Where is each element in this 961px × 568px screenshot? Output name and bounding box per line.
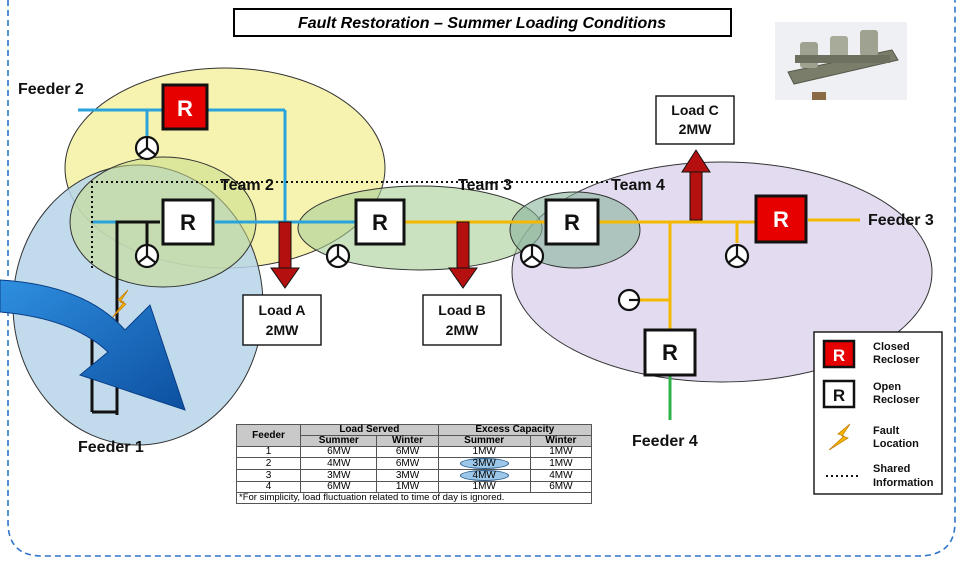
open-recloser-team2[interactable]: R (161, 198, 215, 246)
table-cell: 6MW (529, 481, 593, 493)
table-cell: 6MW (300, 481, 378, 493)
recloser-letter: R (372, 210, 388, 235)
feeder3-label: Feeder 3 (868, 212, 934, 229)
feeder3-line (405, 218, 860, 330)
table-cell: 6MW (300, 446, 378, 458)
legend-fault-icon (828, 423, 851, 451)
legend-fault-line1: Fault (873, 425, 900, 437)
table-cell: 1MW (529, 446, 593, 458)
load-b-name: Load B (438, 302, 485, 318)
table-group-header-row: Feeder Load Served Excess Capacity (235, 424, 593, 447)
open-recloser-team4[interactable]: R (544, 198, 600, 246)
table-cell: 3MW (300, 469, 378, 482)
sensor-icon (134, 135, 160, 161)
load-a-arrow (270, 221, 300, 289)
load-c-value: 2MW (679, 121, 712, 137)
legend-closed-line1: Closed (873, 341, 910, 353)
table-cell: 3MW (376, 469, 439, 482)
load-c-name: Load C (671, 102, 718, 118)
recloser-letter: R (180, 210, 196, 235)
col-header-winter: Winter (376, 435, 439, 447)
recloser-letter: R (833, 346, 845, 365)
legend-closed-line2: Recloser (873, 354, 920, 366)
table-note: *For simplicity, load fluctuation relate… (236, 492, 592, 504)
table-row: 1 6MW 6MW 1MW 1MW (235, 446, 593, 458)
highlighted-value: 3MW (459, 458, 509, 469)
sensor-icon (617, 288, 641, 312)
capacity-table: Feeder Load Served Excess Capacity Summe… (235, 424, 593, 504)
team3-label: Team 3 (458, 177, 512, 194)
sensor-icon (724, 243, 750, 269)
group-header-load-served: Load Served (300, 424, 439, 436)
table-note-row: *For simplicity, load fluctuation relate… (236, 492, 592, 504)
sensor-icon (134, 243, 160, 269)
feeder1-label: Feeder 1 (78, 439, 144, 456)
legend: R Closed Recloser R Open Recloser Fault … (813, 331, 943, 495)
open-recloser-team3[interactable]: R (354, 198, 406, 246)
load-a-value: 2MW (266, 322, 299, 338)
legend-open-line2: Recloser (873, 394, 920, 406)
load-a-name: Load A (259, 302, 306, 318)
closed-recloser-feeder2[interactable]: R (161, 83, 209, 131)
load-c-box: Load C 2MW (655, 95, 735, 145)
load-b-box: Load B 2MW (422, 294, 502, 346)
table-cell: 4MW (300, 457, 378, 470)
table-cell: 4MW (529, 469, 593, 482)
table-cell: 3 (235, 469, 302, 482)
team4-label: Team 4 (611, 177, 665, 194)
recloser-letter: R (177, 96, 193, 121)
page-title: Fault Restoration – Summer Loading Condi… (298, 15, 666, 32)
recloser-letter: R (662, 340, 678, 365)
restoration-arrow-icon (0, 279, 186, 411)
title-box (233, 8, 732, 37)
recloser-letter: R (833, 386, 845, 405)
legend-shared-line2: Information (873, 477, 934, 489)
feeder4-label: Feeder 4 (632, 433, 698, 450)
table-row: 4 6MW 1MW 1MW 6MW (235, 481, 593, 493)
team2-label: Team 2 (220, 177, 274, 194)
table-header-row: Summer Winter Summer Winter (237, 435, 593, 447)
table-cell: 1MW (437, 481, 531, 493)
table-cell: 1MW (529, 457, 593, 470)
diagram-frame (7, 0, 956, 557)
open-recloser-feeder4[interactable]: R (643, 328, 697, 377)
table-cell: 2 (235, 457, 302, 470)
table-cell: 1MW (437, 446, 531, 458)
table-cell: 6MW (376, 446, 439, 458)
table-cell: 6MW (376, 457, 439, 470)
sensor-icon (325, 243, 351, 269)
recloser-letter: R (564, 210, 580, 235)
load-b-value: 2MW (446, 322, 479, 338)
table-cell-highlight: 4MW (437, 469, 531, 482)
table-row: 3 3MW 3MW 4MW 4MW (235, 469, 593, 482)
table-cell: 1 (235, 446, 302, 458)
legend-open-line1: Open (873, 381, 901, 393)
recloser-photo (775, 22, 907, 100)
recloser-letter: R (773, 207, 789, 232)
group-header-excess-capacity: Excess Capacity (437, 424, 593, 436)
table-cell-highlight: 3MW (437, 457, 531, 470)
col-header-feeder: Feeder (235, 424, 302, 447)
legend-shared-line1: Shared (873, 463, 910, 475)
col-header-summer: Summer (437, 435, 531, 447)
feeder2-label: Feeder 2 (18, 81, 84, 98)
load-b-arrow (448, 221, 478, 289)
load-a-box: Load A 2MW (242, 294, 322, 346)
shared-info-line (91, 181, 610, 268)
closed-recloser-feeder3[interactable]: R (754, 194, 808, 244)
highlighted-value: 4MW (459, 470, 509, 481)
load-c-arrow (681, 149, 711, 221)
legend-fault-line2: Location (873, 438, 919, 450)
table-cell: 1MW (376, 481, 439, 493)
col-header-summer: Summer (300, 435, 378, 447)
table-row: 2 4MW 6MW 3MW 1MW (235, 457, 593, 470)
sensor-icon (519, 243, 545, 269)
col-header-winter: Winter (529, 435, 593, 447)
table-cell: 4 (235, 481, 302, 493)
